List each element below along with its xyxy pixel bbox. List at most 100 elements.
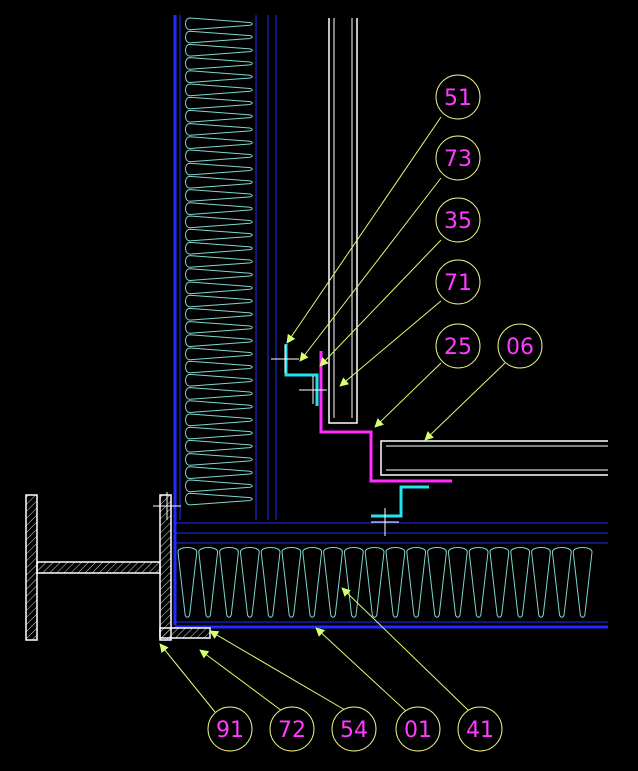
tag-bubble-91: [207, 706, 253, 752]
insulation-batt: [281, 547, 302, 618]
tag-label-41: 41: [466, 718, 494, 743]
insulation-batt: [260, 547, 281, 618]
insulation-batt: [185, 215, 253, 229]
insulation-batt: [185, 373, 253, 387]
insulation-batt: [302, 547, 323, 618]
insulation-batt: [239, 547, 260, 618]
tag-labels: 51 73 35 71 25 06 91 72 54 01 41: [216, 86, 534, 743]
leader-51: [286, 116, 442, 344]
insulation-batt: [364, 547, 385, 618]
insulation-batt: [185, 268, 253, 282]
steel-i-beam: [25, 494, 172, 641]
angle-cleat: [159, 627, 211, 639]
tag-label-72: 72: [278, 718, 306, 743]
leader-72: [199, 649, 283, 712]
insulation-batt: [185, 189, 253, 202]
slab-insulation: [177, 547, 593, 618]
insulation-batt: [323, 547, 343, 618]
insulation-batt: [185, 307, 253, 321]
cleat: [159, 627, 211, 639]
insulation-batt: [551, 547, 572, 618]
insulation-batt: [510, 547, 531, 618]
insulation-batt: [219, 547, 239, 618]
insulation-batt: [198, 547, 219, 618]
insulation-batt: [185, 109, 253, 123]
tag-label-73: 73: [444, 147, 472, 172]
insulation-batt: [185, 123, 253, 136]
insulation-batt: [385, 547, 406, 618]
insulation-batt: [185, 294, 253, 308]
insulation-batt: [427, 547, 447, 618]
insulation-batt: [185, 426, 253, 440]
insulation-batt: [185, 241, 253, 255]
cross-marker: [371, 508, 399, 536]
insulation-batt: [185, 30, 253, 44]
tag-bubble-25: [435, 323, 481, 369]
wall-insulation: [185, 17, 253, 506]
insulation-batt: [185, 321, 253, 334]
insulation-batt: [489, 547, 510, 618]
flashing-profile: [319, 351, 452, 483]
insulation-batt: [531, 547, 551, 618]
insulation-batt: [177, 547, 198, 618]
cross-marker: [299, 376, 327, 404]
insulation-batt: [185, 334, 253, 348]
tag-bubble-01: [395, 706, 441, 752]
insulation-batt: [343, 547, 364, 618]
insulation-batt: [185, 96, 253, 110]
horizontal-slab: [175, 522, 608, 629]
frame-profile-vertical: [328, 18, 358, 424]
insulation-batt: [185, 255, 253, 268]
insulation-batt: [185, 175, 253, 189]
leader-41: [341, 587, 469, 711]
insulation-batt: [185, 202, 253, 216]
tag-bubble-72: [269, 706, 315, 752]
insulation-batt: [185, 439, 253, 453]
tag-bubble-06: [497, 323, 543, 369]
insulation-batt: [185, 347, 253, 361]
tag-label-91: 91: [216, 718, 244, 743]
insulation-batt: [185, 17, 253, 31]
insulation-batt: [185, 360, 253, 374]
tag-label-06: 06: [506, 335, 534, 360]
insulation-batt: [185, 413, 253, 427]
leader-71: [339, 300, 442, 387]
insulation-batt: [185, 57, 253, 70]
leader-54: [209, 630, 346, 711]
insulation-batt: [185, 387, 253, 400]
insulation-batt: [185, 453, 253, 466]
insulation-batt: [185, 70, 253, 84]
tag-bubble-41: [457, 706, 503, 752]
insulation-batt: [468, 547, 489, 618]
cross-marker: [271, 345, 299, 373]
tag-label-54: 54: [340, 718, 368, 743]
leader-25: [374, 362, 442, 428]
leader-01: [315, 627, 408, 713]
beam-web: [36, 561, 161, 574]
tag-bubble-71: [435, 259, 481, 305]
leader-91: [159, 643, 216, 713]
tag-bubble-54: [331, 706, 377, 752]
insulation-batt: [185, 136, 253, 150]
leader-06: [424, 362, 506, 441]
flashing: [319, 351, 452, 483]
bracket-lower: [371, 485, 429, 518]
leader-lines: [159, 116, 506, 713]
insulation-batt: [185, 479, 253, 493]
tag-label-01: 01: [404, 718, 432, 743]
tag-label-71: 71: [444, 271, 472, 296]
insulation-batt: [185, 281, 253, 295]
tag-bubble-51: [435, 74, 481, 120]
insulation-batt: [185, 466, 253, 480]
insulation-batt: [185, 149, 253, 163]
insulation-batt: [185, 228, 253, 242]
insulation-batt: [185, 400, 253, 414]
beam-flange-left: [25, 494, 38, 641]
insulation-batt: [185, 43, 253, 57]
tag-label-25: 25: [444, 335, 472, 360]
insulation-batt: [185, 83, 253, 97]
insulation-batt: [572, 547, 593, 618]
insulation-batt: [185, 162, 253, 176]
